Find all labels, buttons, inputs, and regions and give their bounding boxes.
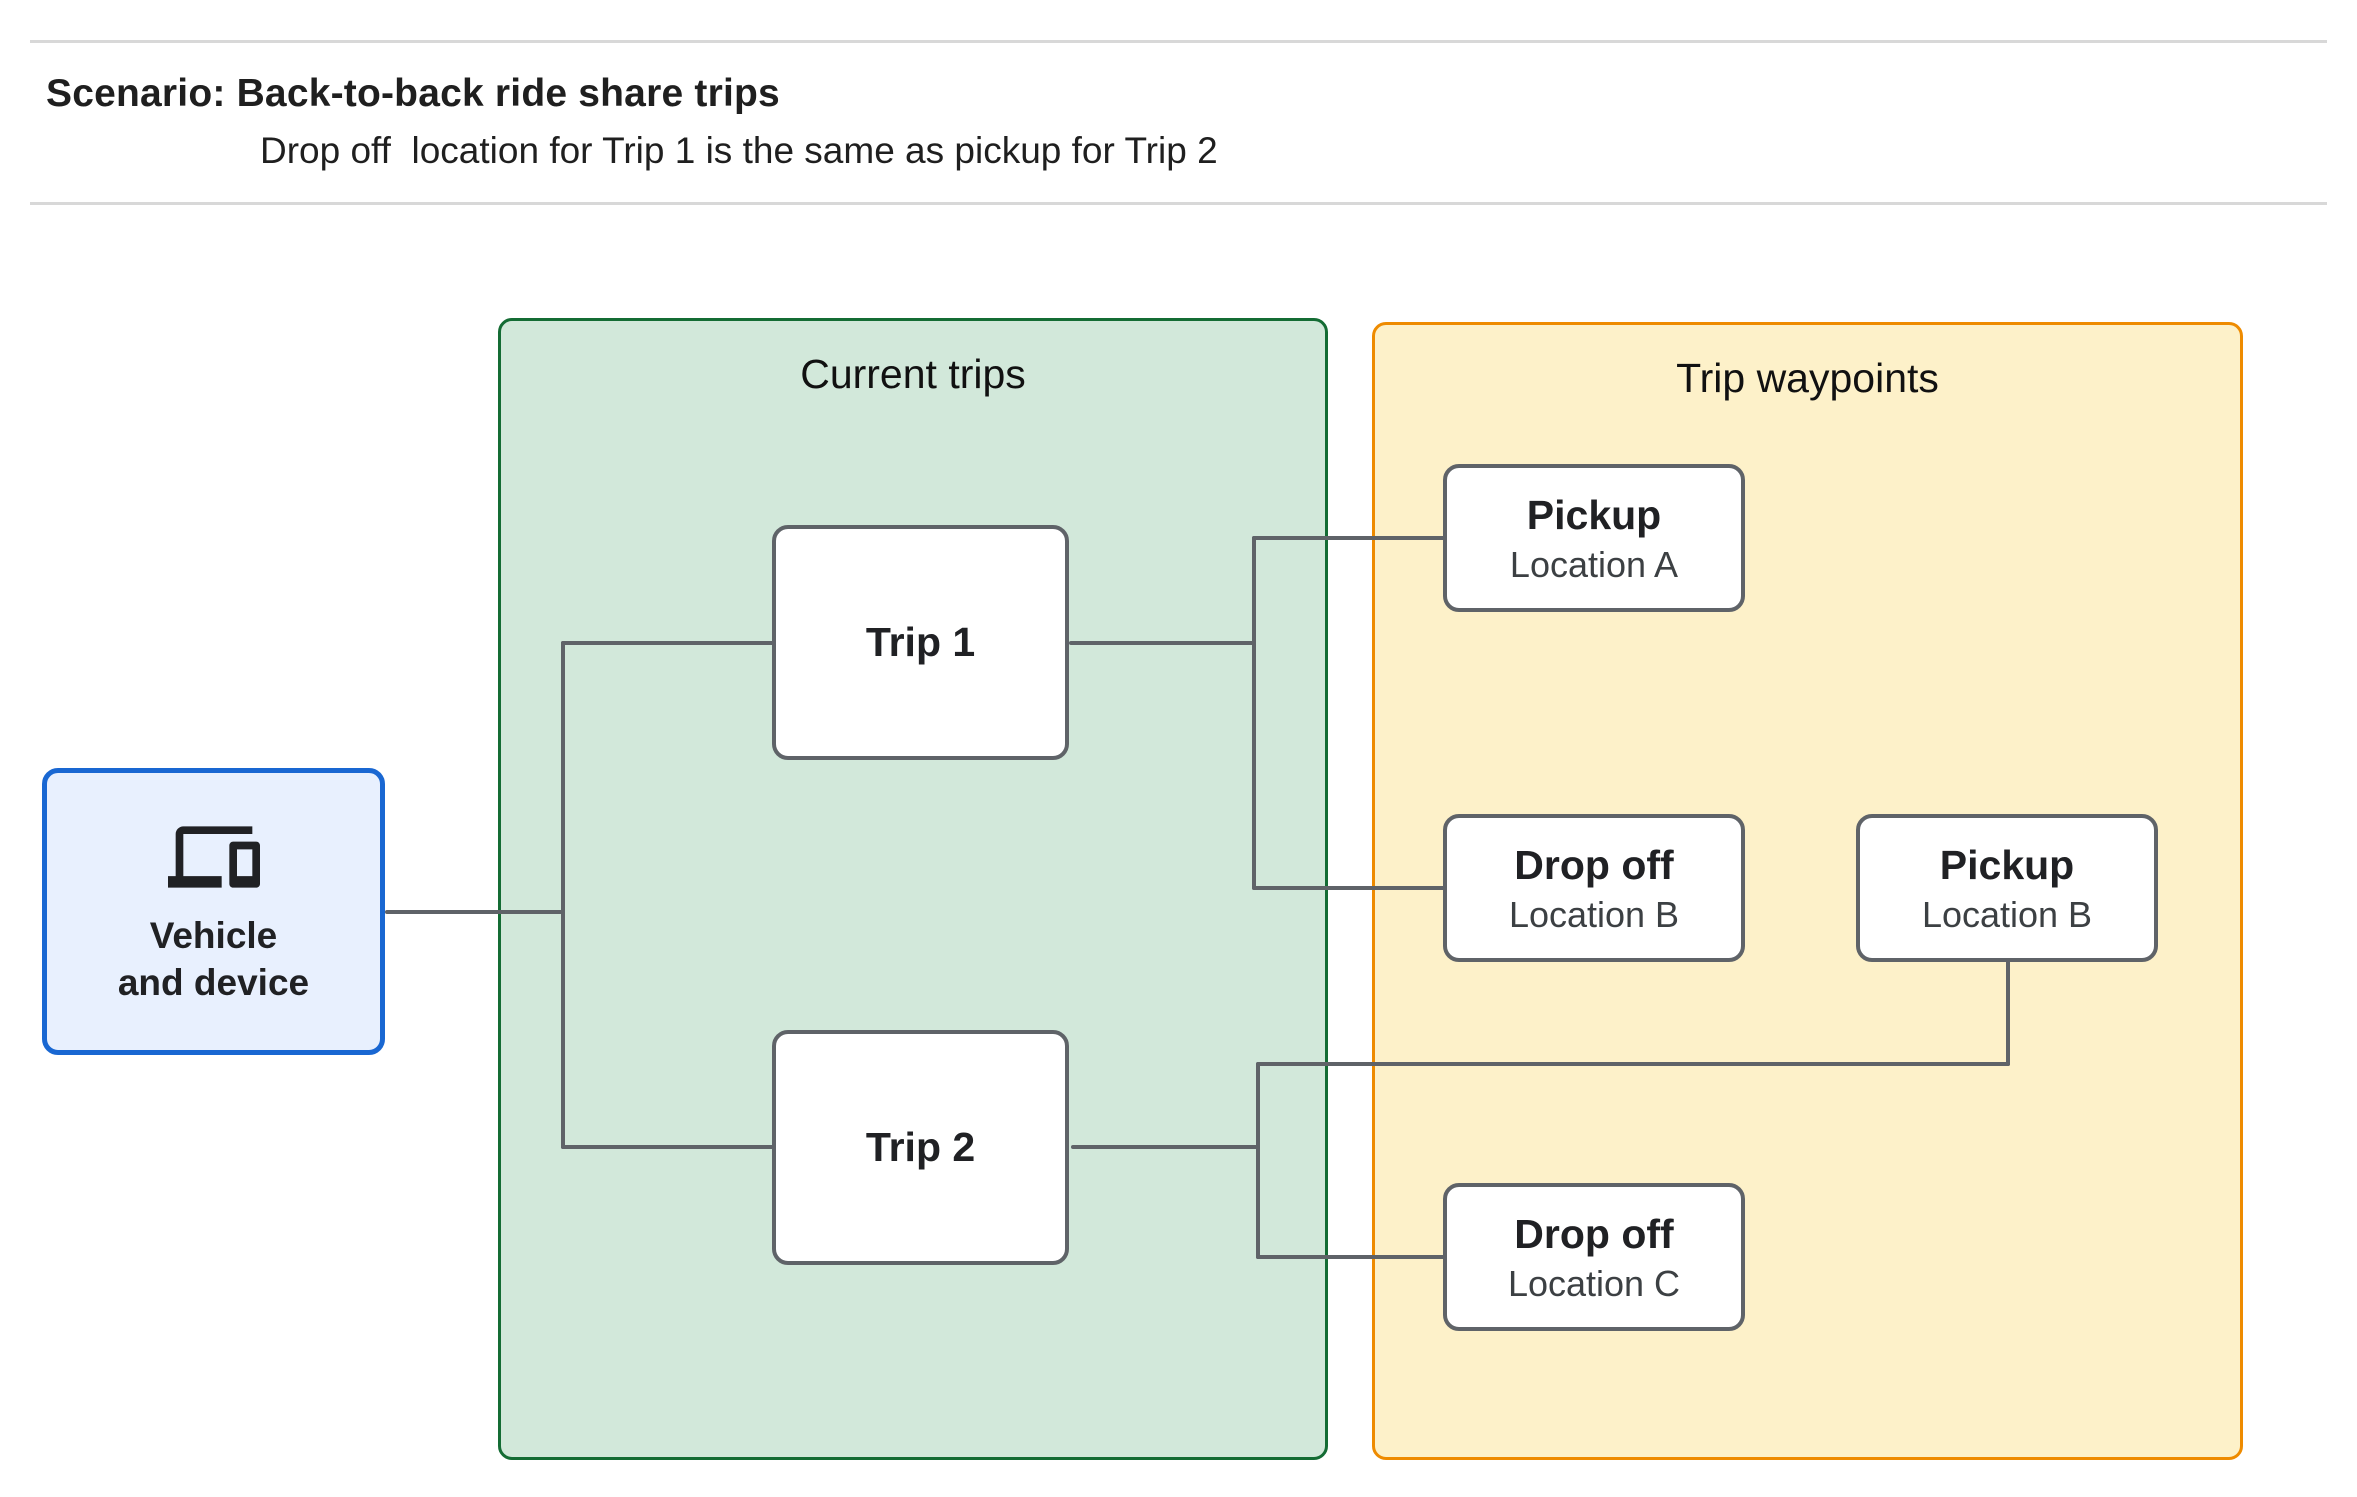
connector-junction-to-trip1 <box>561 641 774 645</box>
devices-icon <box>167 826 260 888</box>
trip-1-label: Trip 1 <box>865 619 976 665</box>
connector-trip1-junction-vertical <box>1252 536 1256 890</box>
vehicle-and-device-node: Vehicle and device <box>42 768 385 1055</box>
connector-to-pickup-a <box>1252 536 1445 540</box>
trip-1-node: Trip 1 <box>772 525 1069 760</box>
connector-to-pickup-b-horizontal <box>1256 1062 2010 1066</box>
trip-2-node: Trip 2 <box>772 1030 1069 1265</box>
connector-vehicle-to-junction <box>385 910 563 914</box>
connector-to-dropoff-b <box>1252 886 1445 890</box>
pickup-b-location: Location B <box>1921 893 2093 935</box>
pickup-location-a-node: Pickup Location A <box>1443 464 1745 612</box>
page-subtitle: Drop off location for Trip 1 is the same… <box>260 130 1218 171</box>
dropoff-c-location: Location C <box>1507 1262 1681 1304</box>
header-divider <box>30 202 2327 205</box>
dropoff-c-title: Drop off <box>1514 1210 1674 1257</box>
dropoff-b-title: Drop off <box>1514 841 1674 888</box>
page-title: Scenario: Back-to-back ride share trips <box>46 72 780 115</box>
connector-to-dropoff-c <box>1256 1255 1445 1259</box>
trip-2-label: Trip 2 <box>865 1124 976 1170</box>
connector-trip2-out <box>1071 1145 1260 1149</box>
pickup-location-b-node: Pickup Location B <box>1856 814 2158 962</box>
pickup-b-title: Pickup <box>1939 841 2075 888</box>
connector-junction-to-trip2 <box>561 1145 774 1149</box>
dropoff-location-c-node: Drop off Location C <box>1443 1183 1745 1331</box>
vehicle-and-device-label: Vehicle and device <box>117 915 310 1003</box>
dropoff-location-b-node: Drop off Location B <box>1443 814 1745 962</box>
connector-left-junction-vertical <box>561 641 565 1149</box>
connector-trip1-out <box>1069 641 1256 645</box>
connector-trip2-junction-vertical <box>1256 1062 1260 1259</box>
pickup-a-location: Location A <box>1509 543 1679 585</box>
current-trips-panel-title: Current trips <box>800 351 1026 397</box>
top-divider <box>30 40 2327 43</box>
connector-pickup-b-stem <box>2006 960 2010 1066</box>
dropoff-b-location: Location B <box>1508 893 1680 935</box>
trip-waypoints-panel-title: Trip waypoints <box>1676 355 1939 401</box>
pickup-a-title: Pickup <box>1526 491 1662 538</box>
current-trips-panel: Current trips <box>498 318 1328 1460</box>
